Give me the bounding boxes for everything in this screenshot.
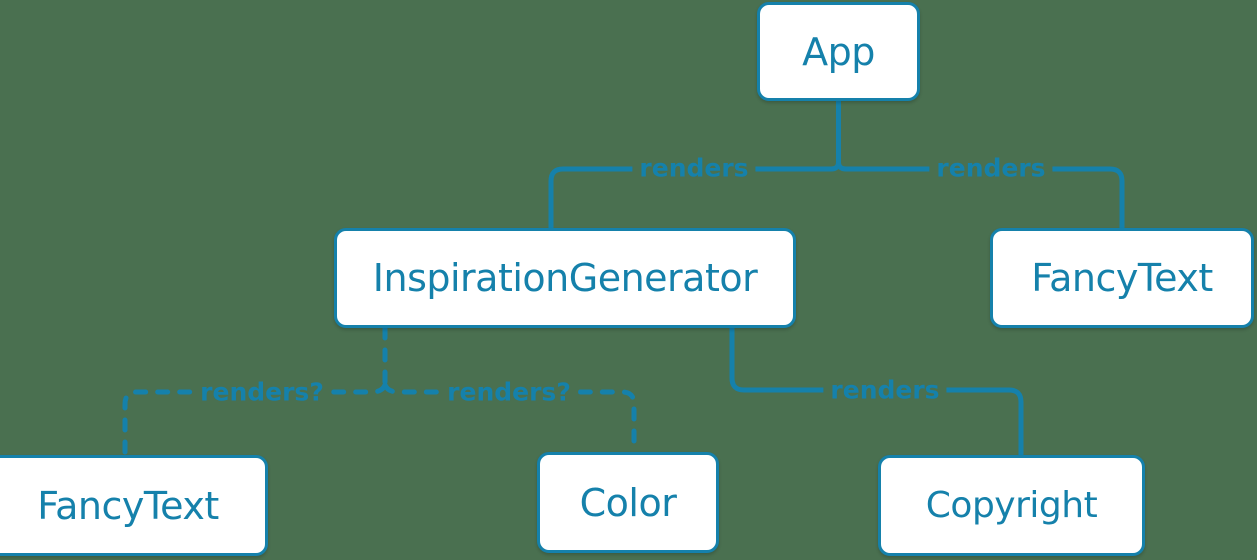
node-color-label: Color xyxy=(579,480,677,525)
node-app-label: App xyxy=(802,29,875,74)
edge-label-inspiration-fancytext: renders? xyxy=(193,379,331,405)
node-inspiration-generator[interactable]: InspirationGenerator xyxy=(334,228,796,328)
node-fancytext-bottom[interactable]: FancyText xyxy=(0,455,268,556)
edge-label-app-inspiration: renders xyxy=(632,155,756,181)
edge-inspiration-color xyxy=(382,382,637,455)
node-fancytext-right[interactable]: FancyText xyxy=(990,228,1254,328)
node-fancytext-right-label: FancyText xyxy=(1031,256,1213,300)
node-copyright[interactable]: Copyright xyxy=(878,455,1145,556)
edge-label-inspiration-color: renders? xyxy=(440,379,578,405)
node-inspiration-generator-label: InspirationGenerator xyxy=(372,256,758,300)
edge-app-fancytext xyxy=(836,159,1125,231)
node-copyright-label: Copyright xyxy=(925,484,1098,526)
edge-label-app-fancytext: renders xyxy=(929,155,1053,181)
node-app[interactable]: App xyxy=(757,2,920,101)
edge-label-inspiration-copyright: renders xyxy=(823,377,947,403)
edge-inspiration-fancytext xyxy=(122,382,388,458)
node-color[interactable]: Color xyxy=(537,452,719,553)
node-fancytext-bottom-label: FancyText xyxy=(37,483,219,528)
